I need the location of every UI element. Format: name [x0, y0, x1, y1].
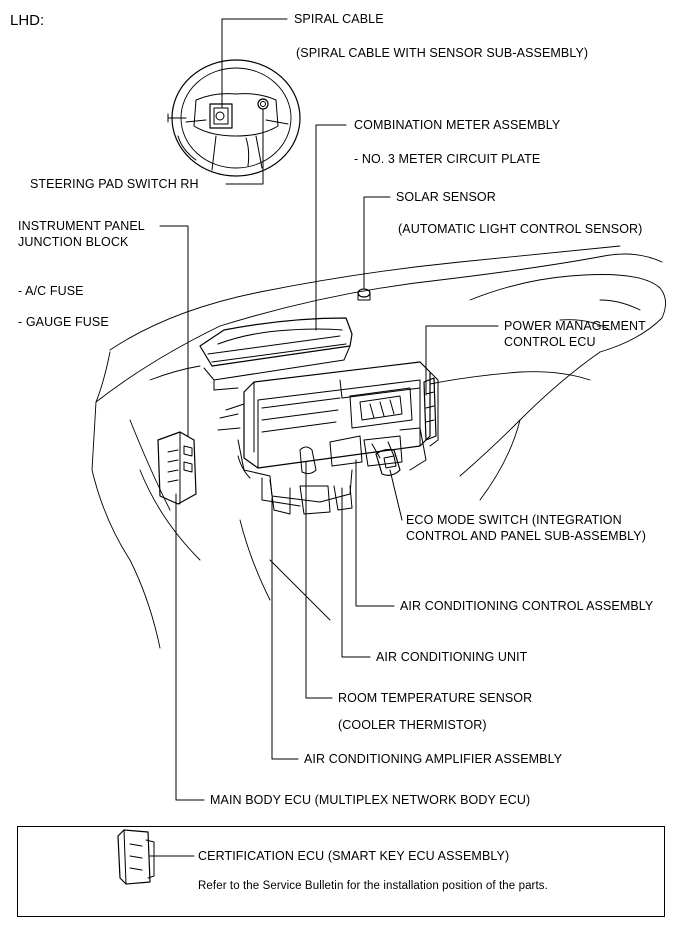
junction-block-illustration: [157, 431, 197, 505]
label-instrument-panel-jb-2: JUNCTION BLOCK: [18, 235, 129, 249]
leader-ac-control: [355, 459, 395, 607]
label-ac-fuse: - A/C FUSE: [18, 284, 84, 298]
dashboard-illustration: [91, 245, 666, 649]
label-ac-unit: AIR CONDITIONING UNIT: [376, 650, 528, 664]
label-ac-control: AIR CONDITIONING CONTROL ASSEMBLY: [400, 599, 654, 613]
label-gauge-fuse: - GAUGE FUSE: [18, 315, 109, 329]
note-text: Refer to the Service Bulletin for the in…: [198, 880, 548, 892]
label-steering-pad-switch: STEERING PAD SWITCH RH: [30, 177, 199, 191]
label-power-mgmt-2: CONTROL ECU: [504, 335, 596, 349]
leader-eco-mode-switch: [389, 469, 403, 521]
label-solar-sensor-sub: (AUTOMATIC LIGHT CONTROL SENSOR): [398, 222, 643, 236]
steering-wheel-illustration: [167, 59, 301, 177]
leader-room-temp-sensor: [305, 461, 333, 699]
label-spiral-cable: SPIRAL CABLE: [294, 12, 384, 26]
label-ac-amplifier: AIR CONDITIONING AMPLIFIER ASSEMBLY: [304, 752, 563, 766]
leader-spiral-cable: [221, 18, 288, 109]
leader-instrument-panel-jb: [159, 225, 189, 437]
label-certification-ecu: CERTIFICATION ECU (SMART KEY ECU ASSEMBL…: [198, 849, 510, 863]
leader-ac-amplifier: [271, 497, 299, 760]
leader-solar-sensor: [363, 196, 391, 289]
leader-power-management-ecu: [425, 325, 499, 396]
certification-ecu-illustration: [117, 829, 155, 885]
label-instrument-panel-jb-1: INSTRUMENT PANEL: [18, 219, 145, 233]
label-main-body-ecu: MAIN BODY ECU (MULTIPLEX NETWORK BODY EC…: [210, 793, 531, 807]
label-solar-sensor: SOLAR SENSOR: [396, 190, 496, 204]
power-management-ecu-illustration: [423, 377, 437, 441]
combination-meter-illustration: [199, 317, 353, 391]
leader-ac-unit: [341, 487, 371, 658]
label-meter-circuit-plate: - NO. 3 METER CIRCUIT PLATE: [354, 152, 541, 166]
label-room-temp-sensor: ROOM TEMPERATURE SENSOR: [338, 691, 533, 705]
leader-combination-meter: [315, 124, 347, 331]
label-power-mgmt-1: POWER MANAGEMENT: [504, 319, 646, 333]
label-cooler-thermistor: (COOLER THERMISTOR): [338, 718, 487, 732]
label-eco-mode-2: CONTROL AND PANEL SUB-ASSEMBLY): [406, 529, 646, 543]
leader-steering-pad-switch: [225, 109, 264, 185]
leader-main-body-ecu: [175, 493, 205, 801]
hvac-unit-illustration: [217, 361, 439, 515]
lhd-label: LHD:: [10, 12, 45, 29]
solar-sensor-illustration: [357, 288, 371, 301]
label-eco-mode-1: ECO MODE SWITCH (INTEGRATION: [406, 513, 622, 527]
label-spiral-cable-sub: (SPIRAL CABLE WITH SENSOR SUB-ASSEMBLY): [296, 46, 589, 60]
eco-mode-switch-illustration: [375, 448, 401, 476]
label-combination-meter: COMBINATION METER ASSEMBLY: [354, 118, 561, 132]
note-box: [17, 826, 665, 917]
